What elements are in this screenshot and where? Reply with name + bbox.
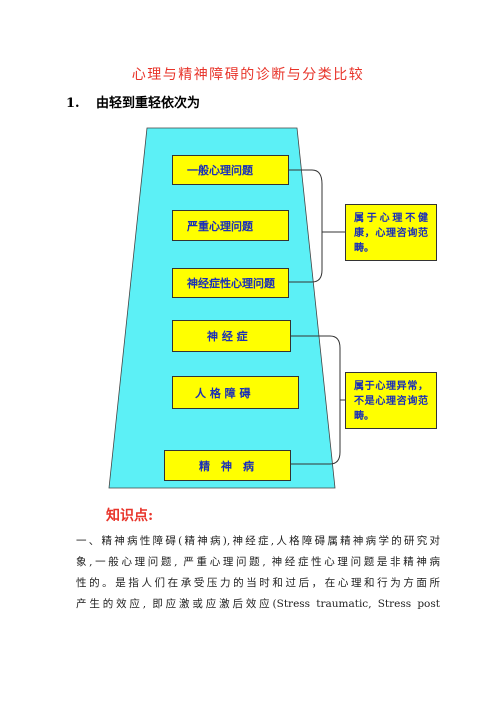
box-neurosis: 神 经 症 xyxy=(172,320,291,352)
note-not-healthy: 属于心理不健康，心理咨询范畴。 xyxy=(345,204,437,261)
section-number: 1. xyxy=(66,96,80,111)
body-line: 产生的效应, 即应激或应激后效应(Stress traumatic, Stres… xyxy=(76,598,440,610)
page-title: 心理与精神障碍的诊断与分类比较 xyxy=(131,67,365,83)
section-heading-text: 由轻到重轻依次为 xyxy=(96,96,201,111)
note-abnormal: 属于心理异常，不是心理咨询范畴。 xyxy=(345,372,437,429)
box-psychosis: 精 神 病 xyxy=(164,450,291,481)
box-personality-disorder: 人 格 障 碍 xyxy=(172,376,299,409)
box-severe-psychological-problem: 严重心理问题 xyxy=(172,210,289,241)
bracket-lower xyxy=(291,335,345,465)
body-line: 象,一般心理问题, 严重心理问题, 神经症性心理问题是非精神病 xyxy=(76,556,440,568)
section-heading: 1. 由轻到重轻依次为 xyxy=(66,92,200,111)
body-line: 一、精神病性障碍(精神病),神经症,人格障碍属精神病学的研究对 xyxy=(76,535,440,547)
bracket-upper xyxy=(289,169,345,283)
box-neurotic-psychological-problem: 神经症性心理问题 xyxy=(172,268,289,298)
knowledge-body: 一、精神病性障碍(精神病),神经症,人格障碍属精神病学的研究对 象,一般心理问题… xyxy=(76,531,440,615)
knowledge-heading: 知识点: xyxy=(106,508,154,524)
body-line: 性的。是指人们在承受压力的当时和过后，在心理和行为方面所 xyxy=(76,577,440,589)
box-general-psychological-problem: 一般心理问题 xyxy=(172,155,289,185)
